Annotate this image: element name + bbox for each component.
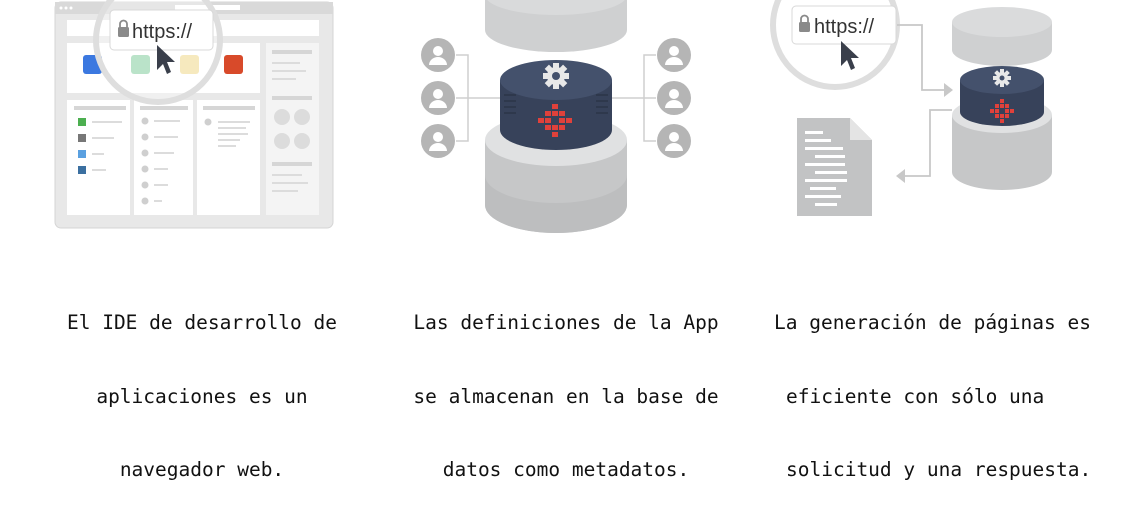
request-response-illustration: https:// bbox=[770, 0, 1052, 216]
lock-icon bbox=[799, 14, 810, 32]
blue-square bbox=[78, 166, 86, 174]
panel-browser-ide: https:// El IDE de desarrollo de aplicac… bbox=[0, 0, 380, 481]
cursor-icon bbox=[841, 41, 859, 70]
database-icon bbox=[952, 7, 1052, 190]
caption-line: aplicaciones es un bbox=[96, 384, 308, 408]
user-icon bbox=[657, 38, 691, 72]
lock-icon bbox=[118, 19, 129, 37]
grey-square bbox=[78, 134, 86, 142]
lightblue-square bbox=[78, 150, 86, 158]
response-arrow bbox=[903, 109, 952, 177]
panel-request-response: https:// bbox=[760, 0, 1139, 481]
yellow-tile bbox=[180, 55, 199, 74]
orange-tile bbox=[224, 55, 243, 74]
caption-line: eficiente con sólo una bbox=[786, 384, 1045, 408]
caption-line: Las definiciones de la App bbox=[413, 311, 719, 334]
user-icon bbox=[421, 81, 455, 115]
panel-database-metadata: Las definiciones de la App se almacenan … bbox=[380, 0, 760, 481]
top-disc bbox=[485, 0, 627, 52]
gear-icon bbox=[993, 69, 1011, 87]
gear-icon bbox=[543, 63, 569, 89]
caption-line: La generación de páginas es bbox=[774, 311, 1091, 334]
url-text: https:// bbox=[132, 21, 192, 43]
caption-browser-ide: El IDE de desarrollo de aplicaciones es … bbox=[52, 262, 352, 532]
cursor-icon bbox=[157, 45, 175, 74]
caption-database-metadata: Las definiciones de la App se almacenan … bbox=[386, 262, 746, 532]
metadata-dots-icon bbox=[990, 99, 1014, 123]
caption-line: solicitud y una respuesta. bbox=[786, 458, 1092, 481]
caption-line: se almacenan en la base de bbox=[413, 384, 719, 408]
user-icon bbox=[421, 38, 455, 72]
green-tile bbox=[131, 55, 150, 74]
database-illustration bbox=[421, 0, 691, 233]
request-arrow bbox=[897, 24, 946, 91]
user-icon bbox=[421, 124, 455, 158]
url-text: https:// bbox=[814, 16, 874, 38]
caption-request-response: La generación de páginas es eficiente co… bbox=[774, 262, 1124, 532]
green-square bbox=[78, 118, 86, 126]
caption-line: datos como metadatos. bbox=[442, 458, 690, 481]
caption-line: El IDE de desarrollo de bbox=[66, 311, 338, 334]
browser-ide-illustration: https:// bbox=[54, 0, 334, 229]
caption-line: navegador web. bbox=[119, 458, 285, 481]
document-icon bbox=[797, 118, 872, 216]
user-icon bbox=[657, 81, 691, 115]
user-icon bbox=[657, 124, 691, 158]
metadata-dots-icon bbox=[538, 104, 572, 137]
